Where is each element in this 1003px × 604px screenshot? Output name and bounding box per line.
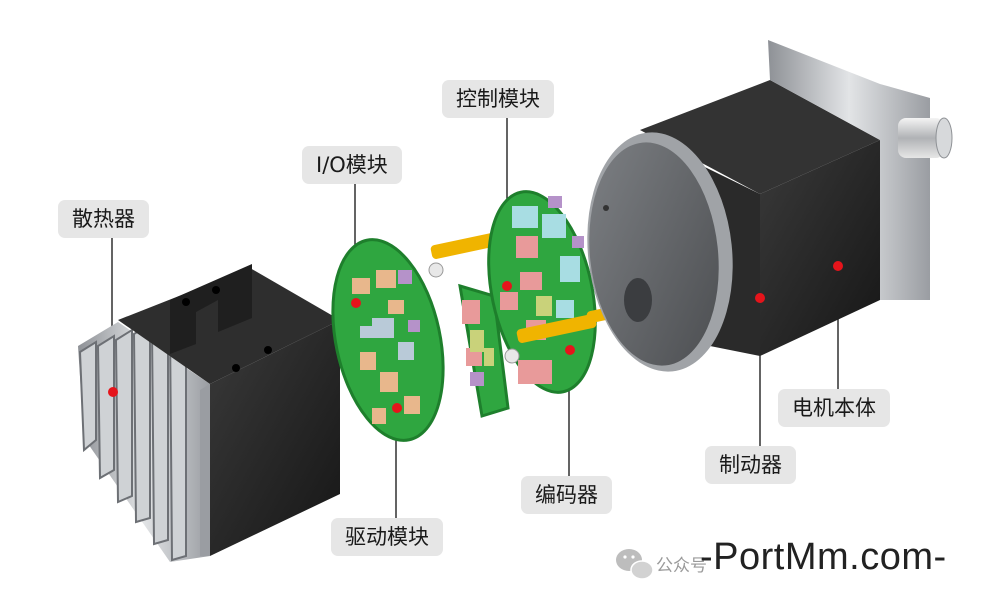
marker-io-module: [351, 298, 361, 308]
watermark-site: -PortMm.com-: [700, 536, 947, 578]
encoder-board: [428, 190, 622, 394]
watermark-prefix: 公众号: [656, 555, 707, 576]
marker-heatsink: [108, 387, 118, 397]
label-encoder: 编码器: [521, 476, 612, 514]
marker-encoder: [565, 345, 575, 355]
marker-brake: [755, 293, 765, 303]
marker-motor-body: [833, 261, 843, 271]
io-drive-board: [331, 238, 445, 442]
label-io-module: I/O模块: [302, 146, 402, 184]
marker-control-module: [502, 281, 512, 291]
label-heatsink: 散热器: [58, 200, 149, 238]
marker-drive-module: [392, 403, 402, 413]
label-motor-body: 电机本体: [778, 389, 890, 427]
motor-part: [587, 40, 953, 372]
label-brake: 制动器: [705, 446, 796, 484]
label-control-module: 控制模块: [442, 80, 554, 118]
label-drive-module: 驱动模块: [331, 518, 443, 556]
heatsink-part: [78, 264, 340, 562]
wechat-logo-icon: [616, 549, 654, 580]
watermark: 公众号: [612, 540, 707, 586]
marker-dots: [108, 261, 843, 413]
